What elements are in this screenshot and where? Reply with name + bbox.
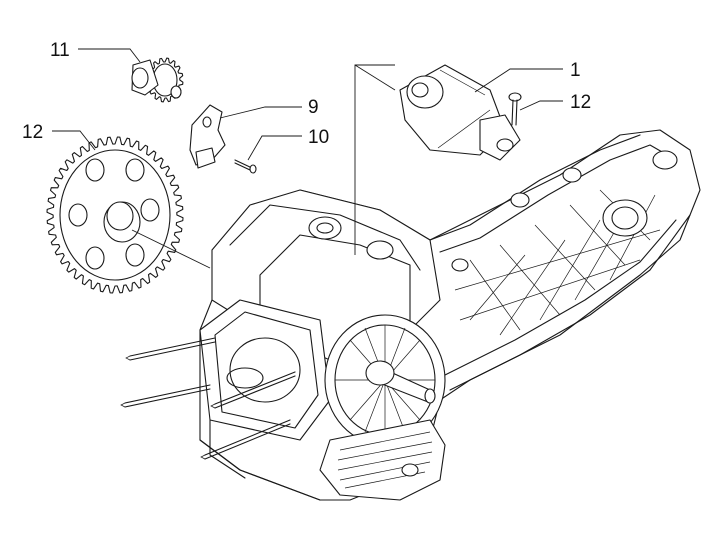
bracket <box>189 104 226 169</box>
starter-motor-screw <box>508 92 522 126</box>
starter-leader <box>354 64 396 255</box>
callout-9: 9 <box>219 97 319 119</box>
callout-11: 11 <box>50 40 141 63</box>
svg-text:10: 10 <box>308 127 329 148</box>
starter-motor <box>399 64 521 161</box>
svg-text:11: 11 <box>50 40 70 61</box>
svg-text:9: 9 <box>308 97 319 118</box>
callout-1: 1 <box>474 60 581 93</box>
crankcase <box>199 129 701 501</box>
callout-10: 10 <box>247 127 329 161</box>
intermediate-gear <box>131 57 184 103</box>
svg-text:12: 12 <box>570 92 591 113</box>
cylinder-studs <box>120 337 296 460</box>
svg-text:1: 1 <box>570 60 581 81</box>
callout-12a: 12 <box>519 92 591 113</box>
bracket-screw <box>234 159 257 174</box>
svg-text:12: 12 <box>22 122 43 143</box>
stud-1 <box>125 337 216 361</box>
stud-3 <box>210 371 296 409</box>
driven-gear-sprocket <box>46 136 211 294</box>
stud-4 <box>200 419 291 460</box>
callout-12b: 12 <box>22 122 96 151</box>
stud-2 <box>120 384 211 408</box>
